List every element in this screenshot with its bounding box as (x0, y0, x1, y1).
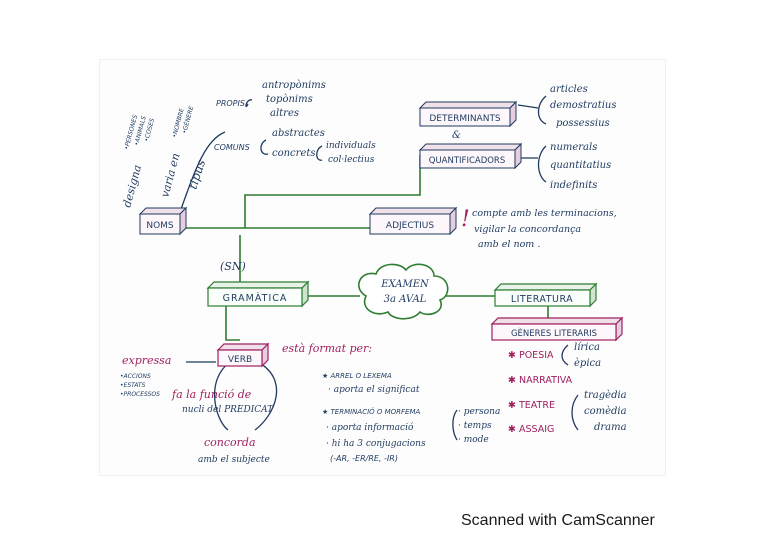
box-noms: NOMS (138, 206, 188, 236)
poesia-sub-1: lírica (574, 342, 600, 353)
expressa-item-3: •PROCESSOS (120, 391, 160, 398)
tree-links (179, 95, 579, 441)
noms-types: PROPIS antropònims topònims altres COMUN… (214, 80, 376, 165)
box-gramatica: GRAMÀTICA (206, 280, 310, 308)
morfema-brace (452, 409, 458, 441)
morfema-item-2: · temps (458, 421, 492, 431)
expressa-item-2: •ESTATS (120, 382, 146, 389)
box-adjectius: ADJECTIUS (368, 206, 458, 236)
propis-item-1: antropònims (262, 80, 326, 91)
comuns-brace (260, 139, 269, 155)
designa-label: designa (120, 163, 144, 208)
noms-to-quant-line (244, 155, 421, 228)
box-quantificadors: QUANTIFICADORS (418, 142, 523, 170)
propis-brace (245, 99, 253, 108)
concorda-label: concorda (204, 436, 256, 449)
morfema-item-3: · mode (458, 435, 489, 445)
generes-label: GÈNERES LITERARIS (511, 327, 597, 339)
determinants-label: DETERMINANTS (429, 114, 501, 124)
genere-narrativa: ✱ NARRATIVA (508, 375, 573, 386)
concrets-item-2: col·lectius (328, 155, 375, 165)
gramatica-label: GRAMÀTICA (223, 292, 288, 304)
scanner-watermark: Scanned with CamScanner (461, 512, 655, 529)
noms-descriptors: designa •PERSONES •ANIMALS •COSES varia … (120, 105, 208, 209)
examen-cloud: EXAMEN 3a AVAL (358, 263, 449, 320)
concorda-line-2: amb el subjecte (198, 455, 270, 465)
box-determinants: DETERMINANTS (418, 100, 518, 128)
note-line-3: amb el nom . (478, 239, 540, 250)
det-quant-items: articles demostratius possessius numeral… (550, 84, 617, 191)
poesia-brace (561, 344, 569, 366)
examen-title: EXAMEN (380, 279, 430, 290)
examen-subtitle: 3a AVAL (384, 294, 427, 305)
genere-assaig: ✱ ASSAIG (508, 424, 554, 435)
teatre-sub-3: drama (594, 422, 627, 433)
concorda-curve (214, 361, 231, 431)
box-generes: GÈNERES LITERARIS (490, 316, 624, 342)
quantificadors-label: QUANTIFICADORS (429, 156, 505, 166)
literatura-label: LITERATURA (511, 294, 573, 305)
verb-label: VERB (228, 355, 252, 365)
genere-teatre: ✱ TEATRE (508, 400, 555, 411)
quantificadors-brace (537, 145, 547, 183)
tipus-label: tipus (186, 158, 209, 191)
generes-subtypes: lírica èpica tragèdia comèdia drama (574, 342, 627, 433)
concrets-brace (316, 145, 323, 161)
det-link (517, 104, 539, 109)
box-verb: VERB (216, 342, 270, 368)
arrel-label: ★ ARREL O LEXEMA (322, 372, 392, 380)
generes-list: ✱ POESIA ✱ NARRATIVA ✱ TEATRE ✱ ASSAIG (508, 350, 573, 435)
adjectius-note: ! compte amb les terminacions, vigilar l… (461, 207, 617, 250)
format-per-label: està format per: (282, 342, 372, 355)
genere-poesia: ✱ POESIA (508, 350, 554, 361)
note-line-1: compte amb les terminacions, (472, 208, 617, 219)
quantificadors-item-2: quantitatius (550, 160, 611, 171)
determinants-item-2: demostratius (550, 100, 617, 111)
terminacio-item-2: · hi ha 3 conjugacions (326, 439, 426, 449)
varia-en-label: varia en (158, 152, 182, 199)
propis-label: PROPIS (216, 99, 245, 108)
verb-descriptors: expressa •ACCIONS •ESTATS •PROCESSOS fa … (120, 342, 500, 465)
ampersand: & (452, 130, 461, 141)
box-literatura: LITERATURA (493, 282, 598, 308)
determinants-brace (537, 95, 547, 125)
terminacio-item-3: (-AR, -ER/RE, -IR) (330, 454, 398, 463)
determinants-item-3: possessius (556, 118, 610, 129)
terminacio-item-1: · aporta informació (326, 422, 414, 433)
note-line-2: vigilar la concordança (474, 224, 581, 235)
quantificadors-item-3: indefinits (550, 180, 597, 191)
sn-label: (SN) (220, 260, 246, 273)
terminacio-label: ★ TERMINACIÓ O MORFEMA (322, 407, 421, 416)
poesia-sub-2: èpica (574, 358, 601, 369)
determinants-item-1: articles (550, 84, 588, 95)
comuns-label: COMUNS (214, 143, 250, 152)
comuns-item-2: concrets (272, 148, 316, 159)
expressa-label: expressa (122, 354, 171, 367)
funcio-line-1: fa la funció de (171, 388, 252, 401)
warning-mark: ! (461, 207, 470, 232)
gramatica-to-verb-line (225, 305, 240, 341)
concrets-item-1: individuals (326, 141, 376, 151)
funcio-line-2: nucli del PREDICAT (182, 405, 274, 415)
expressa-item-1: •ACCIONS (120, 373, 151, 380)
teatre-brace (571, 394, 579, 431)
teatre-sub-1: tragèdia (584, 390, 627, 401)
comuns-item-1: abstractes (272, 128, 325, 139)
connectors (180, 155, 549, 341)
tipus-curve (179, 131, 226, 213)
noms-label: NOMS (146, 221, 174, 231)
propis-item-2: topònims (266, 94, 313, 105)
funcio-curve (254, 361, 278, 431)
arrel-sub: · aporta el significat (328, 385, 420, 395)
quantificadors-item-1: numerals (550, 142, 597, 153)
propis-item-3: altres (270, 108, 299, 119)
morfema-item-1: · persona (458, 407, 500, 417)
teatre-sub-2: comèdia (584, 406, 627, 417)
adjectius-label: ADJECTIUS (386, 221, 434, 231)
